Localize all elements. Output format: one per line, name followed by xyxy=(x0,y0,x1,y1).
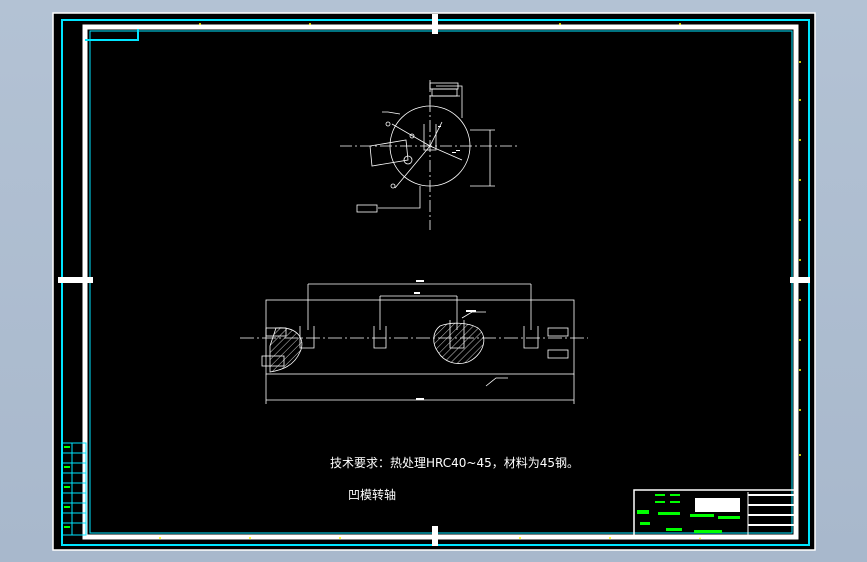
center-mark-top xyxy=(432,14,438,34)
left-stamp-block xyxy=(61,442,87,536)
border-ticks xyxy=(159,23,801,539)
shaft-view xyxy=(240,283,588,404)
center-mark-left xyxy=(58,277,93,283)
hatched-section-left xyxy=(269,327,303,373)
technical-requirements: 技术要求：热处理HRC40~45，材料为45钢。 xyxy=(330,456,580,470)
hatched-section-center xyxy=(433,322,485,364)
center-mark-right xyxy=(790,277,810,283)
section-view-top xyxy=(340,80,520,230)
dimension-labels xyxy=(414,280,476,400)
corner-marker xyxy=(85,29,139,41)
center-mark-bottom xyxy=(432,526,438,546)
section-hatch-marks xyxy=(438,126,460,153)
drawing-sheet xyxy=(52,12,816,551)
title-block xyxy=(633,489,797,538)
part-name: 凹模转轴 xyxy=(348,488,397,502)
left-stamp-marks xyxy=(64,446,70,528)
